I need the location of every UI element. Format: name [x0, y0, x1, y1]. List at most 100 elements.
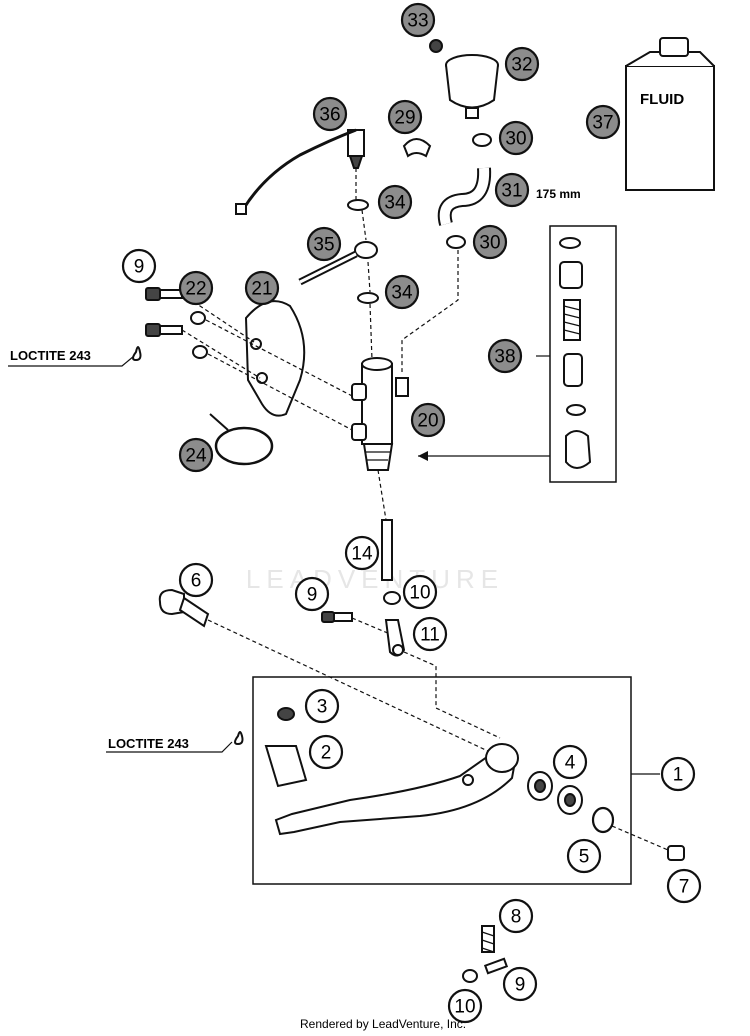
callout-number: 30 — [479, 233, 500, 254]
heel-guard[interactable] — [244, 300, 306, 417]
callout-number: 9 — [134, 257, 145, 278]
callout-number: 3 — [317, 697, 328, 718]
callout-36[interactable]: 36 — [312, 96, 348, 132]
loctite-label-lower: LOCTITE 243 — [108, 736, 189, 751]
callout-2[interactable]: 2 — [308, 734, 344, 770]
callout-number: 2 — [321, 743, 332, 764]
spring-nut[interactable] — [462, 969, 478, 983]
callout-24[interactable]: 24 — [178, 437, 214, 473]
callout-number: 24 — [185, 446, 207, 467]
loctite-drop-lower — [234, 731, 244, 746]
clevis-bolt[interactable] — [321, 611, 353, 623]
callout-6[interactable]: 6 — [178, 562, 214, 598]
callout-5[interactable]: 5 — [566, 838, 602, 874]
callout-number: 34 — [384, 193, 406, 214]
callout-9[interactable]: 9 — [502, 966, 538, 1002]
pedal-plate[interactable] — [264, 745, 308, 788]
footer-credit: Rendered by LeadVenture, Inc. — [300, 1017, 466, 1031]
callout-8[interactable]: 8 — [498, 898, 534, 934]
callout-35[interactable]: 35 — [306, 226, 342, 262]
callout-number: 31 — [501, 181, 522, 202]
return-spring[interactable] — [481, 925, 495, 953]
pedal-assembly-box — [252, 676, 632, 885]
heel-guard-nut-upper[interactable] — [190, 311, 206, 325]
reservoir[interactable] — [445, 54, 499, 119]
callout-32[interactable]: 32 — [504, 46, 540, 82]
repair-kit-box[interactable] — [549, 225, 617, 483]
push-rod[interactable] — [377, 469, 393, 581]
reservoir-hose[interactable] — [437, 167, 492, 226]
heel-guard-bolt-lower[interactable] — [145, 323, 183, 337]
callout-number: 1 — [673, 765, 684, 786]
hose-clip[interactable] — [402, 138, 432, 158]
pedal-bearing-outer[interactable] — [557, 785, 583, 815]
fluid-label: FLUID — [640, 91, 684, 108]
loctite-label-upper: LOCTITE 243 — [10, 348, 91, 363]
fluid-container[interactable]: FLUID — [625, 37, 715, 191]
callout-number: 8 — [511, 907, 522, 928]
callout-21[interactable]: 21 — [244, 270, 280, 306]
pedal-spacer[interactable] — [667, 845, 685, 861]
callout-number: 38 — [494, 347, 515, 368]
callout-number: 9 — [515, 975, 526, 996]
callout-22[interactable]: 22 — [178, 270, 214, 306]
copper-washer-lower[interactable] — [357, 292, 379, 304]
reservoir-cap-screw[interactable] — [429, 39, 443, 53]
callout-10[interactable]: 10 — [402, 574, 438, 610]
clevis-nut[interactable] — [383, 591, 401, 605]
loctite-drop-upper — [132, 346, 142, 362]
cable-tie[interactable] — [209, 413, 274, 466]
callout-number: 11 — [420, 625, 440, 646]
callout-30[interactable]: 30 — [472, 224, 508, 260]
spring-bolt[interactable] — [483, 957, 509, 975]
callout-number: 10 — [454, 997, 475, 1018]
callout-number: 37 — [592, 113, 613, 134]
callout-1[interactable]: 1 — [660, 756, 696, 792]
callout-number: 29 — [394, 108, 415, 129]
pedal-bearing[interactable] — [527, 771, 553, 801]
callout-11[interactable]: 11 — [412, 616, 448, 652]
callout-number: 4 — [565, 753, 576, 774]
callout-number: 14 — [351, 544, 373, 565]
hose-clamp-upper[interactable] — [472, 133, 492, 147]
callout-37[interactable]: 37 — [585, 104, 621, 140]
callout-number: 36 — [319, 105, 340, 126]
callout-number: 22 — [185, 279, 206, 300]
hose-clamp-lower[interactable] — [446, 235, 466, 249]
callout-33[interactable]: 33 — [400, 2, 436, 38]
clevis-fork[interactable] — [384, 619, 406, 657]
callout-10[interactable]: 10 — [447, 988, 483, 1024]
callout-4[interactable]: 4 — [552, 744, 588, 780]
callout-38[interactable]: 38 — [487, 338, 523, 374]
callout-number: 21 — [251, 279, 272, 300]
callout-number: 30 — [505, 129, 526, 150]
brake-pedal[interactable] — [274, 743, 519, 836]
heel-guard-nut-lower[interactable] — [192, 345, 208, 359]
heel-guard-bolt-upper[interactable] — [145, 287, 183, 301]
master-cylinder[interactable] — [351, 357, 409, 471]
callout-number: 9 — [307, 585, 318, 606]
callout-31[interactable]: 31 — [494, 172, 530, 208]
callout-3[interactable]: 3 — [304, 688, 340, 724]
callout-14[interactable]: 14 — [344, 535, 380, 571]
callout-number: 34 — [391, 283, 413, 304]
callout-9[interactable]: 9 — [121, 248, 157, 284]
callout-7[interactable]: 7 — [666, 868, 702, 904]
copper-washer-upper[interactable] — [347, 199, 369, 211]
pivot-bolt[interactable] — [158, 588, 210, 628]
callout-29[interactable]: 29 — [387, 99, 423, 135]
callout-30[interactable]: 30 — [498, 120, 534, 156]
banjo-brake-line[interactable] — [298, 241, 378, 286]
circlip[interactable] — [591, 806, 615, 834]
watermark: LEADVENTURE — [246, 564, 504, 594]
callout-20[interactable]: 20 — [410, 402, 446, 438]
brake-light-switch[interactable] — [235, 128, 365, 215]
callout-number: 7 — [679, 877, 690, 898]
callout-number: 5 — [579, 847, 590, 868]
hose-length-label: 175 mm — [536, 187, 581, 201]
callout-34[interactable]: 34 — [377, 184, 413, 220]
callout-34[interactable]: 34 — [384, 274, 420, 310]
plate-screw[interactable] — [277, 707, 295, 721]
callout-9[interactable]: 9 — [294, 576, 330, 612]
